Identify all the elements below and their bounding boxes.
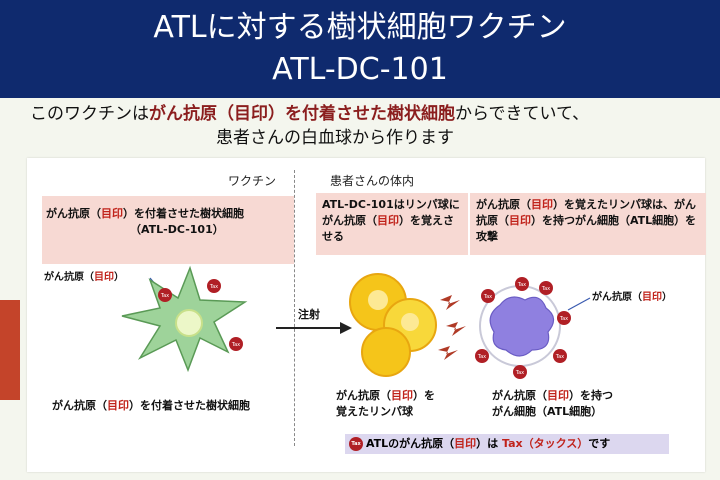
title-bar: ATLに対する樹状細胞ワクチン ATL-DC-101 — [0, 0, 720, 98]
tax-marker-dc-1 — [158, 288, 172, 302]
intro-highlight: がん抗原（目印）を付着させた樹状細胞 — [149, 104, 455, 124]
tax-marker-dc-2 — [207, 279, 221, 293]
svg-text:Tax: Tax — [483, 294, 492, 300]
tax-marker-atl-3 — [539, 281, 553, 295]
tax-markers: Tax Tax Tax Tax Tax Tax Tax Tax Tax Tax — [158, 277, 571, 379]
lymphocyte-caption: がん抗原（目印）を 覚えたリンパ球 — [336, 389, 435, 418]
divider — [294, 170, 295, 446]
antigen-label-right: がん抗原（目印） — [592, 292, 672, 303]
vaccine-heading: ワクチン — [228, 174, 277, 188]
tax-marker-dc-3 — [229, 337, 243, 351]
vaccine-description-box: がん抗原（目印）を付着させた樹状細胞 （ATL-DC-101） — [42, 196, 294, 264]
dc-caption: がん抗原（目印）を付着させた樹状細胞 — [52, 399, 250, 412]
svg-text:Tax: Tax — [559, 316, 568, 322]
tax-marker-atl-4 — [557, 311, 571, 325]
injection-arrowhead — [340, 322, 352, 334]
antigen-label-left: がん抗原（目印） — [44, 272, 124, 283]
svg-text:Tax: Tax — [515, 370, 524, 376]
intro-line2: 患者さんの白血球から作ります — [216, 128, 454, 148]
lymphocyte-cluster — [349, 273, 437, 377]
attack-bolts — [438, 295, 466, 360]
svg-text:Tax: Tax — [209, 284, 218, 290]
step2-box: がん抗原（目印）を覚えたリンパ球は、がん抗原（目印）を持つがん細胞（ATL細胞）… — [470, 193, 706, 255]
svg-text:Tax: Tax — [517, 282, 526, 288]
svg-text:Tax: Tax — [555, 354, 564, 360]
tax-marker-atl-1 — [481, 289, 495, 303]
tax-marker-atl-6 — [513, 365, 527, 379]
step1-box: ATL-DC-101はリンパ球にがん抗原（目印）を覚えさせる — [316, 193, 468, 255]
dendritic-cell-illustration — [121, 265, 248, 373]
atl-cell-illustration — [479, 285, 561, 367]
svg-text:Tax: Tax — [541, 286, 550, 292]
tax-marker-atl-2 — [515, 277, 529, 291]
svg-text:Tax: Tax — [160, 293, 169, 299]
accent-bar — [0, 300, 20, 400]
svg-text:Tax: Tax — [477, 354, 486, 360]
injection-label: 注射 — [298, 307, 320, 321]
svg-text:Tax: Tax — [231, 342, 240, 348]
slide-subtitle: ATL-DC-101 — [272, 52, 448, 87]
body-heading: 患者さんの体内 — [330, 174, 415, 188]
slide-title: ATLに対する樹状細胞ワクチン — [153, 10, 567, 45]
tax-marker-atl-5 — [553, 349, 567, 363]
atl-caption: がん抗原（目印）を持つ がん細胞（ATL細胞） — [492, 389, 613, 418]
intro-text: このワクチンはがん抗原（目印）を付着させた樹状細胞からできていて、 患者さんの白… — [20, 102, 710, 150]
pointer-line-right — [567, 297, 591, 311]
tax-marker-atl-7 — [475, 349, 489, 363]
tax-legend-marker: Tax — [349, 437, 363, 451]
